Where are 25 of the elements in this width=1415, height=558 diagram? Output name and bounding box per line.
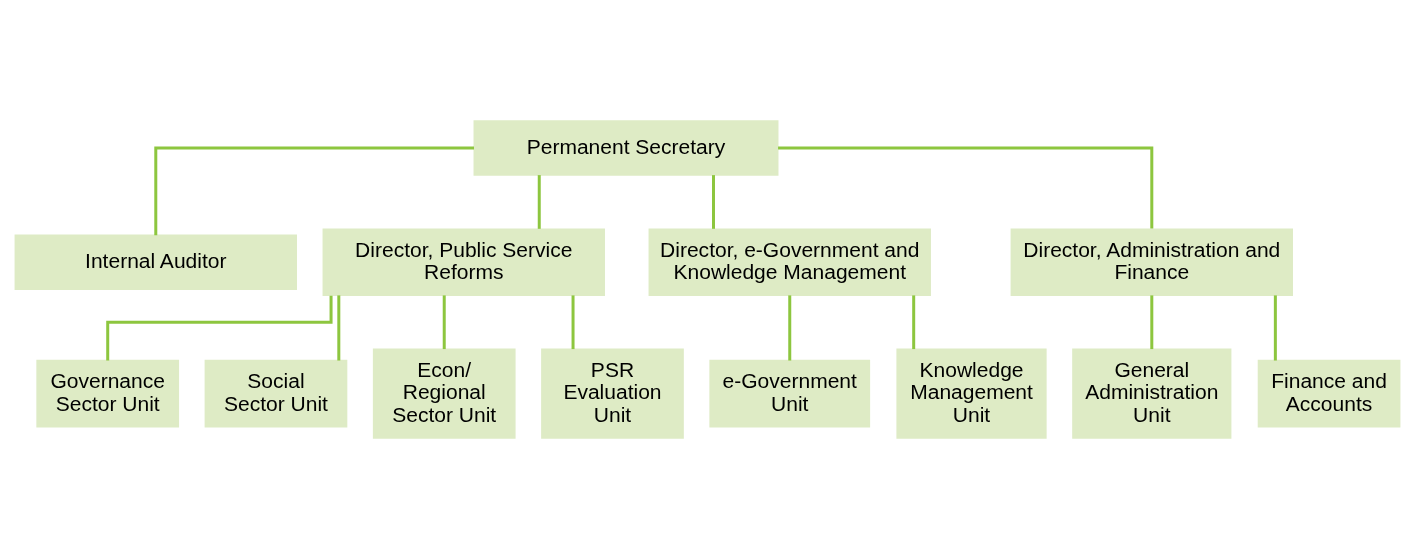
node-box: General Administration Unit [1072,348,1232,439]
node-box: Econ/ Regional Sector Unit [372,348,516,439]
connector [106,295,333,360]
node-box: Knowledge Management Unit [896,348,1047,439]
connector [442,294,446,349]
node-box: Director, Public Service Reforms [322,227,605,296]
node-box: Director, e-Government and Knowledge Management [648,227,931,296]
node-box: Governance Sector Unit [36,359,180,427]
node-box: Finance and Accounts [1257,359,1401,427]
connector [154,146,474,235]
connector [912,294,916,349]
node-box: Permanent Secretary [473,119,779,176]
connector [571,294,575,349]
connector [1273,294,1277,360]
connector [337,294,341,360]
connector [712,174,715,229]
node-box: Director, Administration and Finance [1010,227,1293,296]
connector [1150,294,1154,349]
connector [778,146,1154,229]
node-box: Internal Auditor [14,233,297,290]
node-box: e-Government Unit [709,359,871,427]
connector [537,174,541,229]
connector [788,294,792,360]
node-box: PSR Evaluation Unit [541,348,684,439]
node-box: Social Sector Unit [204,359,348,427]
